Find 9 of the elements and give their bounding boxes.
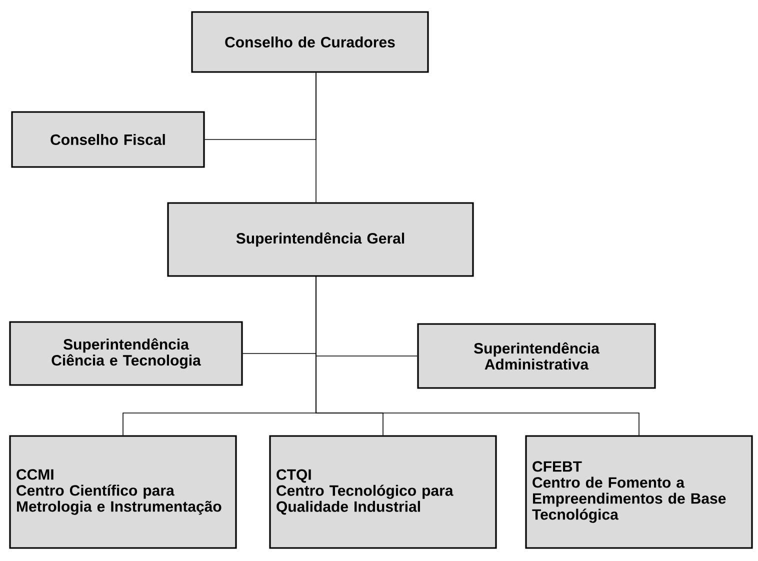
org-box: Conselho Fiscal (11, 111, 205, 168)
org-box: CTQI Centro Tecnológico para Qualidade Industrial (269, 435, 497, 549)
org-box: CFEBT Centro de Fomento a Empreendimentos de Base Tecnológica (525, 435, 753, 549)
org-box: Superintendência Geral (167, 202, 474, 277)
org-box: Superintendência Ciência e Tecnologia (9, 321, 243, 386)
org-box: Superintendência Administrativa (417, 323, 656, 389)
connector-line (316, 276, 640, 436)
org-box: Conselho de Curadores (191, 11, 429, 73)
org-box: CCMI Centro Científico para Metrologia e Instrumentação (9, 435, 237, 549)
